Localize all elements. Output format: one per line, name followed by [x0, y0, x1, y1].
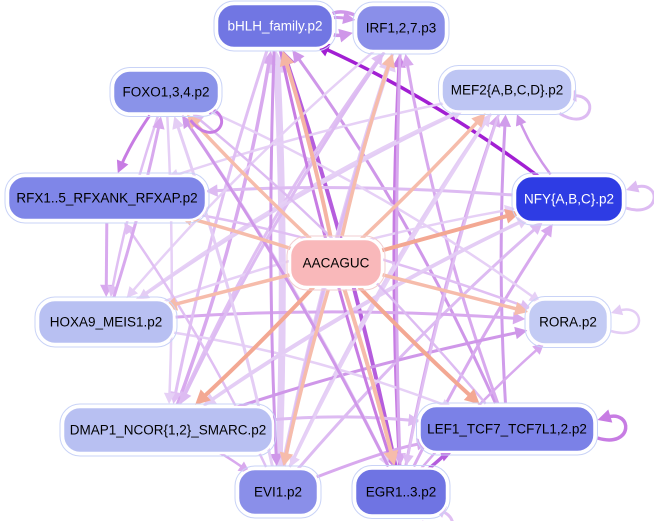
node-label-IRF: IRF1,2,7.p3 [366, 21, 437, 36]
edge-AACAGUC-to-RORA [380, 272, 529, 316]
edge-AACAGUC-to-EGR [342, 288, 399, 466]
edge-AACAGUC-to-DMAP1 [195, 285, 315, 405]
node-RORA[interactable]: RORA.p2 [524, 296, 612, 348]
node-label-AACAGUC: AACAGUC [303, 256, 370, 271]
edge-AACAGUC-to-LEF1 [357, 285, 480, 405]
edge-AACAGUC-to-bHLH [279, 50, 333, 237]
node-label-FOXO: FOXO1,3,4.p2 [122, 85, 209, 100]
edge-AACAGUC-to-FOXO [187, 114, 313, 241]
node-label-RORA: RORA.p2 [539, 315, 597, 330]
node-label-EGR: EGR1..3.p2 [366, 485, 437, 500]
self-loop-NFY [625, 180, 654, 212]
edge-FOXO-to-RORA [204, 108, 541, 303]
node-MEF2[interactable]: MEF2{A,B,C,D}.p2 [438, 65, 576, 115]
node-label-MEF2: MEF2{A,B,C,D}.p2 [451, 83, 564, 98]
edge-AACAGUC-to-MEF2 [359, 113, 486, 241]
node-LEF1[interactable]: LEF1_TCF7_TCF7L1,2.p2 [416, 402, 598, 456]
node-label-NFY: NFY{A,B,C}.p2 [524, 192, 614, 207]
edge-IRF-to-DMAP1 [180, 51, 386, 405]
edge-MEF2-to-EVI1 [289, 113, 493, 468]
node-IRF[interactable]: IRF1,2,7.p3 [352, 1, 450, 55]
node-bHLH[interactable]: bHLH_family.p2 [213, 0, 337, 52]
node-FOXO[interactable]: FOXO1,3,4.p2 [109, 67, 223, 117]
node-RFX[interactable]: RFX1..5_RFXANK_RFXAP.p2 [4, 172, 210, 224]
node-label-DMAP1: DMAP1_NCOR{1,2}_SMARC.p2 [70, 423, 267, 438]
node-HOXA9[interactable]: HOXA9_MEIS1.p2 [34, 296, 178, 348]
edge-IRF-to-HOXA9 [126, 49, 377, 299]
edge-NFY-to-MEF2 [515, 114, 552, 176]
node-label-HOXA9: HOXA9_MEIS1.p2 [50, 315, 163, 330]
node-label-LEF1: LEF1_TCF7_TCF7L1,2.p2 [427, 422, 587, 437]
node-label-bHLH: bHLH_family.p2 [227, 19, 322, 34]
node-DMAP1[interactable]: DMAP1_NCOR{1,2}_SMARC.p2 [59, 403, 277, 457]
node-EGR[interactable]: EGR1..3.p2 [351, 465, 451, 519]
edge-HOXA9-to-RORA [175, 310, 526, 325]
self-loop-RORA [610, 304, 641, 335]
edge-AACAGUC-to-IRF [340, 53, 395, 237]
edge-FOXO-to-DMAP1 [163, 116, 176, 405]
center-node-AACAGUC[interactable]: AACAGUC [286, 235, 386, 291]
edge-EGR-to-FOXO [182, 115, 390, 468]
node-EVI1[interactable]: EVI1.p2 [234, 465, 322, 519]
self-loop-LEF1 [596, 409, 628, 442]
edge-MEF2-to-EGR [402, 113, 500, 466]
edge-FOXO-to-RFX [116, 114, 151, 174]
node-NFY[interactable]: NFY{A,B,C}.p2 [511, 172, 627, 226]
edge-DMAP1-to-bHLH [175, 50, 276, 405]
node-label-EVI1: EVI1.p2 [254, 485, 302, 500]
node-layer: bHLH_family.p2 IRF1,2,7.p3MEF2{A,B,C,D}.p… [4, 0, 627, 519]
node-label-RFX: RFX1..5_RFXANK_RFXAP.p2 [16, 191, 197, 206]
edge-bHLH-to-EVI1 [269, 50, 283, 467]
edge-AACAGUC-to-EVI1 [279, 289, 330, 467]
